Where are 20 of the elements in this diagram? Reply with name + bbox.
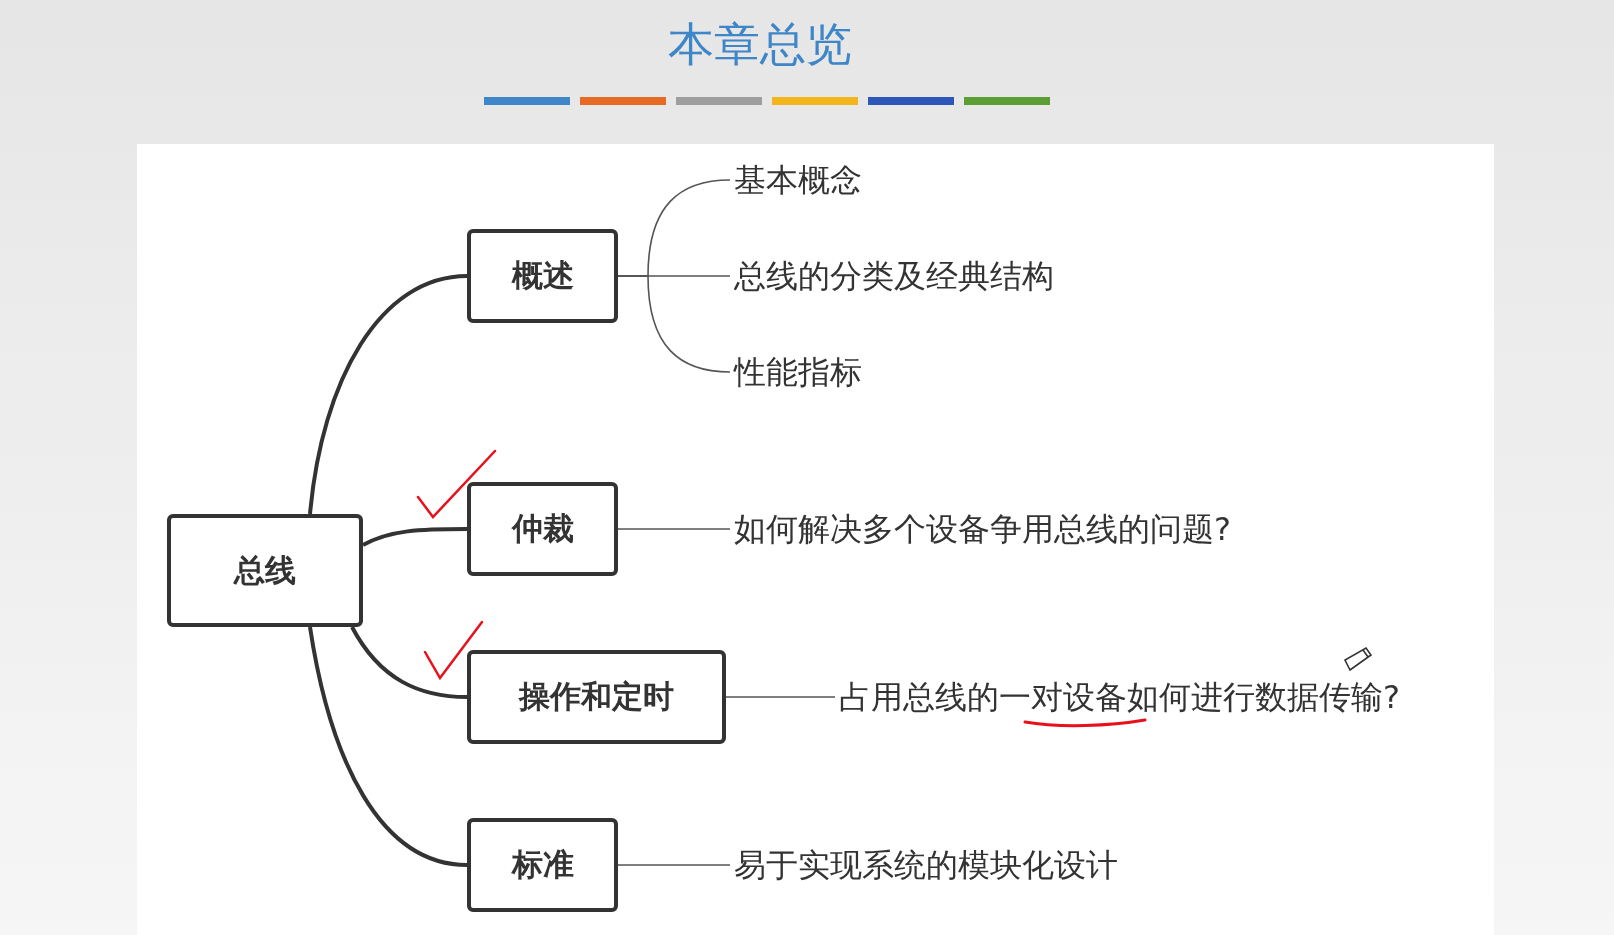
topic-box: 操作和定时 xyxy=(467,650,726,744)
topic-box: 总线 xyxy=(167,514,363,627)
topic-box: 仲裁 xyxy=(467,482,618,576)
branch-text: 总线的分类及经典结构 xyxy=(730,256,1058,296)
topic-box: 标准 xyxy=(467,818,618,912)
topic-box: 概述 xyxy=(467,229,618,323)
connector-line xyxy=(308,626,468,867)
branch-text: 性能指标 xyxy=(730,352,866,392)
connector-line xyxy=(350,626,468,699)
connector-line xyxy=(617,864,731,866)
title: 本章总览 xyxy=(668,17,852,71)
connector-line xyxy=(617,528,731,530)
branch-text: 基本概念 xyxy=(730,160,866,200)
connector-line xyxy=(308,274,468,515)
connector-line xyxy=(725,696,836,698)
branch-text: 易于实现系统的模块化设计 xyxy=(730,845,1122,885)
branch-text: 占用总线的一对设备如何进行数据传输? xyxy=(835,677,1404,717)
connector-line xyxy=(617,275,731,373)
branch-text: 如何解决多个设备争用总线的问题? xyxy=(730,509,1235,549)
connector-line xyxy=(362,527,467,547)
